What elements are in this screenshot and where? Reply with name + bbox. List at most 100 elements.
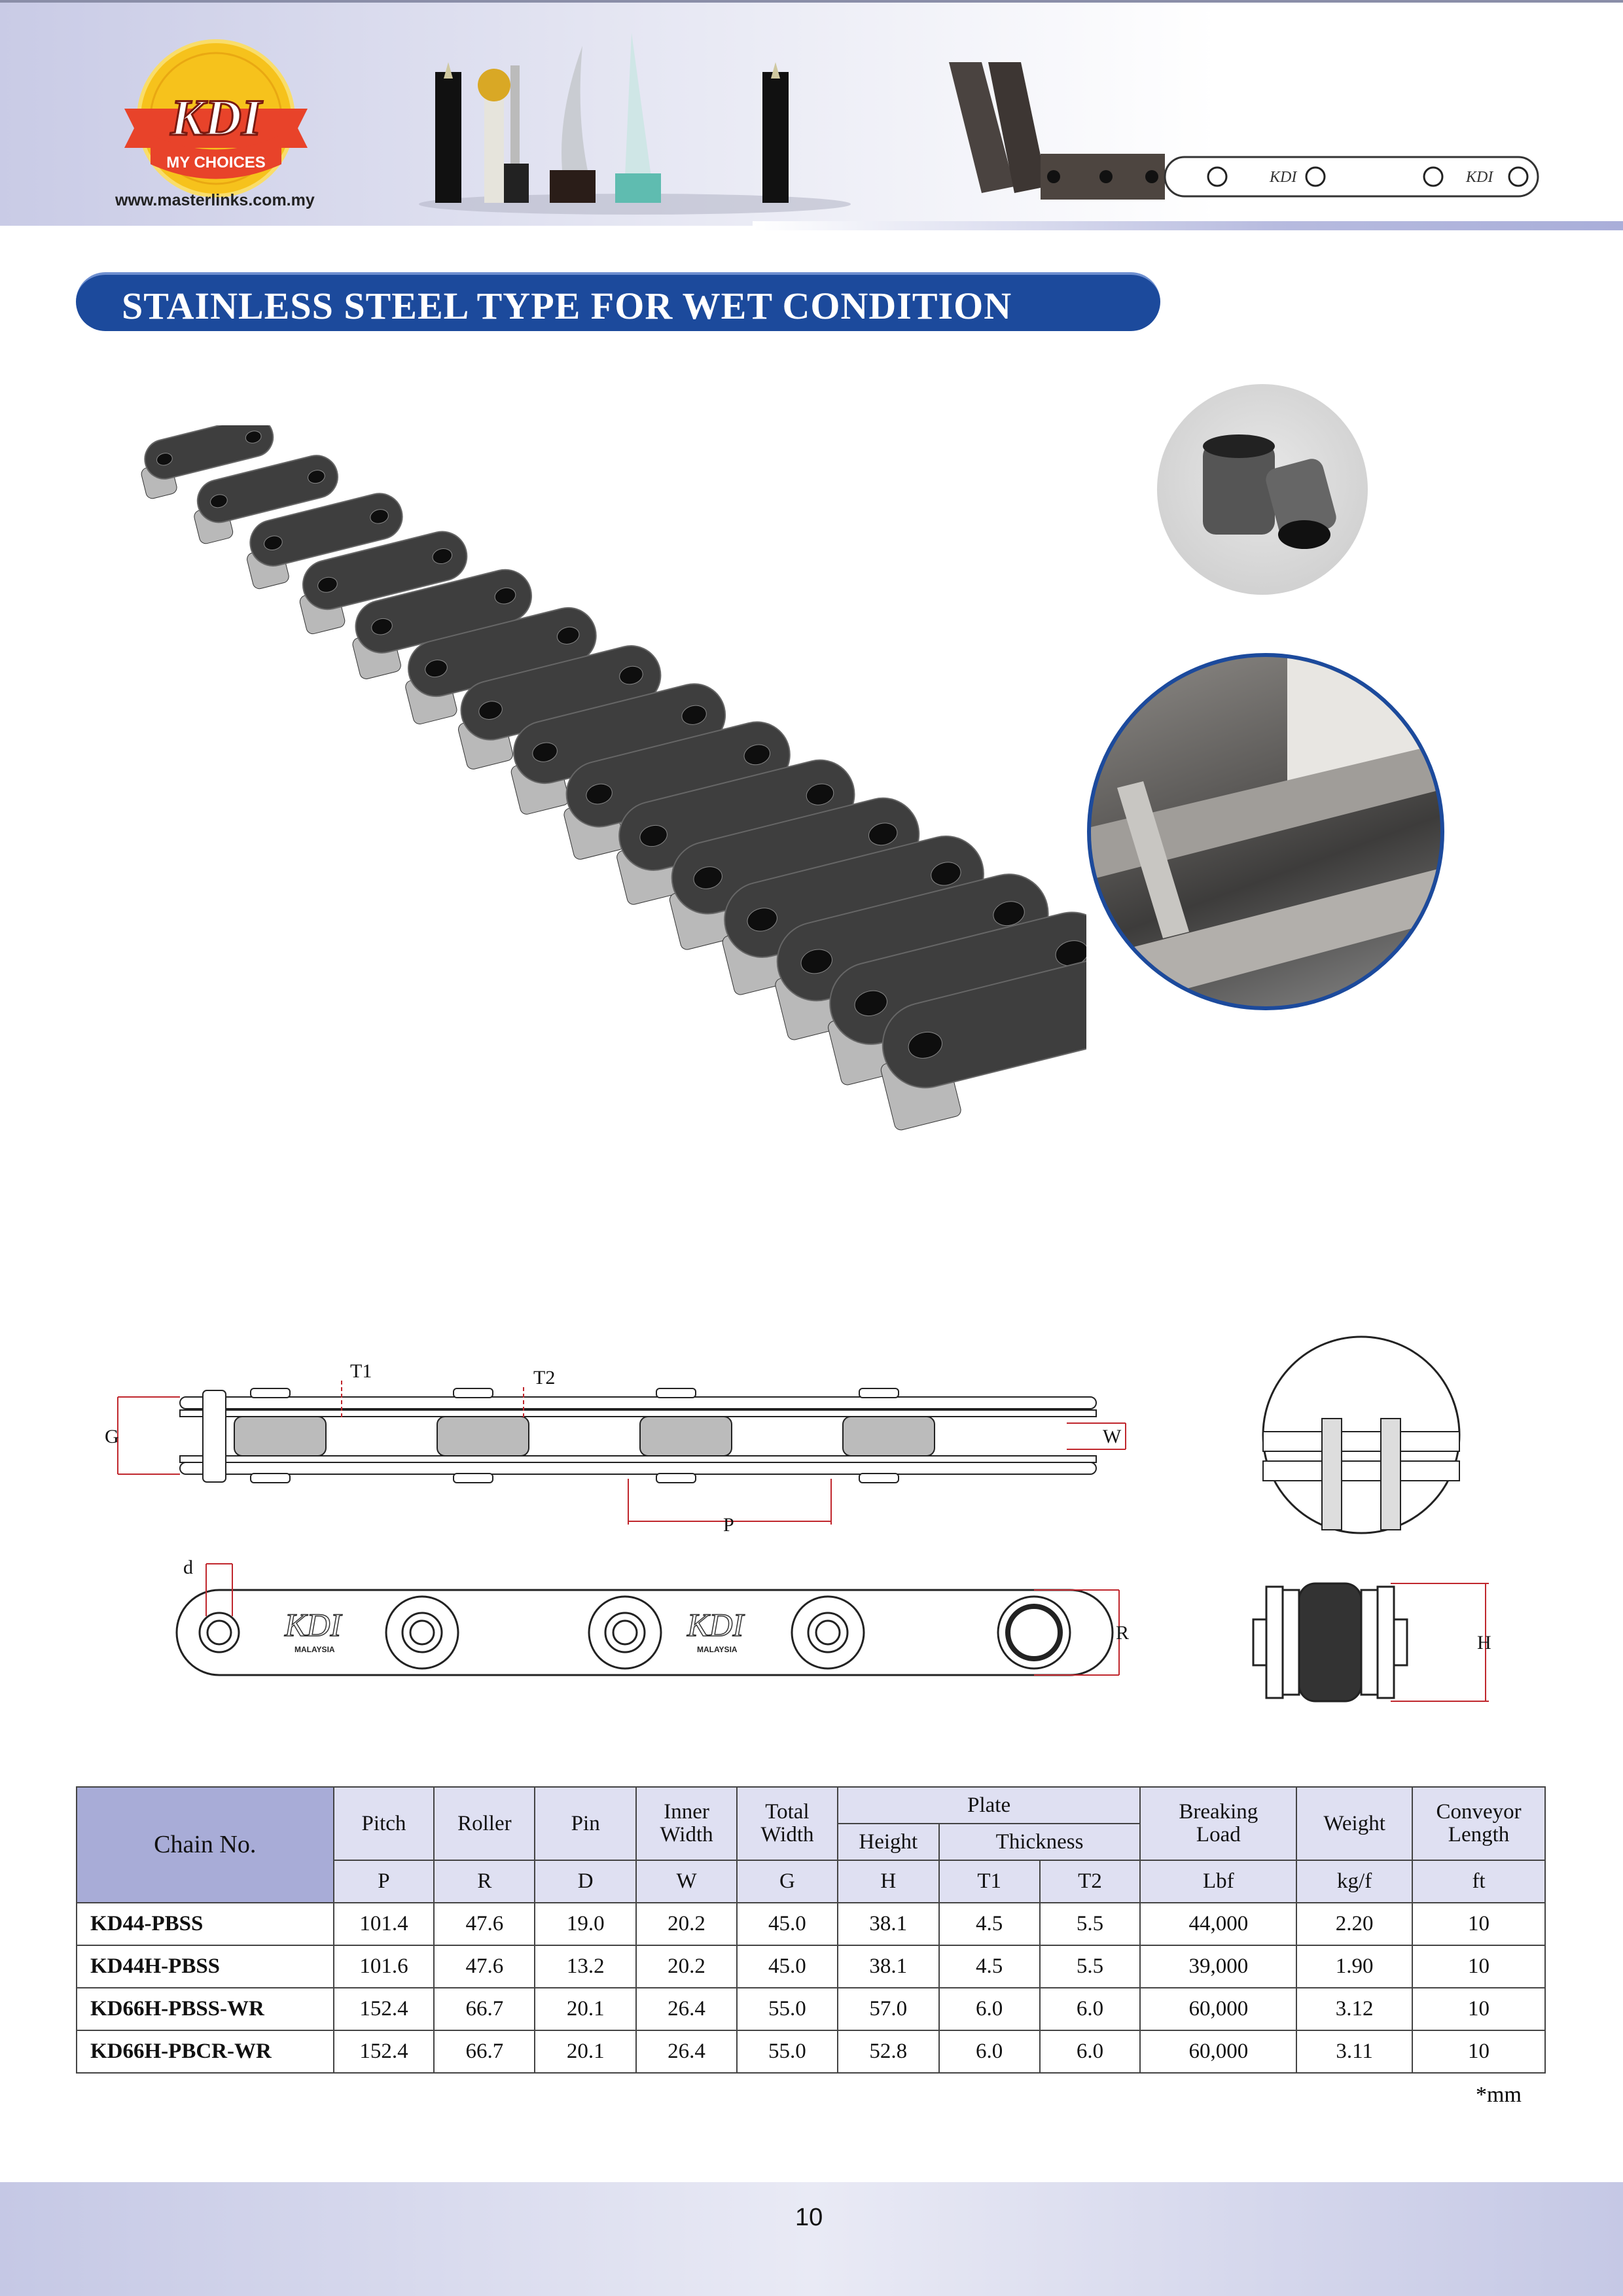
pin-head (656, 1388, 696, 1398)
unit-note: *mm (1476, 2083, 1522, 2107)
value-cell: 101.6 (332, 1945, 435, 1988)
pin-head (250, 1473, 291, 1483)
value-cell: 47.6 (433, 1902, 536, 1946)
kdi-logo: KDI MY CHOICES (124, 39, 308, 198)
label-r: R (1116, 1622, 1129, 1644)
plate-origin: MALAYSIA (294, 1645, 335, 1654)
value-cell: 45.0 (736, 1945, 838, 1988)
header-chain-brand: KDI (1269, 169, 1297, 186)
value-cell: 26.4 (635, 1987, 738, 2031)
value-cell: 4.5 (938, 1902, 1041, 1946)
unit-cell: ft (1412, 1860, 1546, 1903)
chain-link (722, 835, 984, 995)
unit-cell: T1 (938, 1860, 1041, 1903)
chain-link (616, 759, 855, 905)
chain-link (194, 455, 338, 544)
pin-head (859, 1388, 899, 1398)
value-cell: 101.4 (332, 1902, 435, 1946)
value-cell: 6.0 (1039, 2030, 1141, 2074)
page-number: 10 (795, 2204, 823, 2231)
chain-link (563, 721, 791, 860)
value-cell: 19.0 (534, 1902, 637, 1946)
chain-side-diagram: T1 T2 G W P (105, 1361, 1126, 1531)
value-cell: 44,000 (1139, 1902, 1298, 1946)
plate-origin: MALAYSIA (697, 1645, 738, 1654)
value-cell: 5.5 (1039, 1902, 1141, 1946)
value-cell: 5.5 (1039, 1945, 1141, 1988)
header-stripe (753, 221, 1623, 230)
unit-cell: H (836, 1860, 940, 1903)
value-cell: 6.0 (938, 1987, 1041, 2031)
pin-head (250, 1388, 291, 1398)
unit-cell: W (635, 1860, 738, 1903)
label-w: W (1103, 1426, 1122, 1447)
value-cell: 10 (1412, 1945, 1546, 1988)
unit-cell: kg/f (1296, 1860, 1414, 1903)
chain-plate-diagram: KDI MALAYSIA KDI MALAYSIA d R (175, 1557, 1129, 1676)
trophies-image (419, 33, 851, 215)
value-cell: 45.0 (736, 1902, 838, 1946)
value-cell: 2.20 (1296, 1902, 1414, 1946)
roller-side-diagram: H (1252, 1582, 1491, 1703)
chain-link (510, 683, 726, 815)
unit-cell: G (736, 1860, 838, 1903)
value-cell: 6.0 (938, 2030, 1041, 2074)
chain-number-cell: KD44-PBSS (76, 1902, 334, 1946)
chain-link (880, 949, 1086, 1131)
svg-text:KDI: KDI (170, 89, 263, 146)
bushing-photo (1157, 384, 1368, 595)
chain-link (352, 569, 533, 680)
value-cell: 3.12 (1296, 1987, 1414, 2031)
value-cell: 60,000 (1139, 2030, 1298, 2074)
value-cell: 20.1 (534, 2030, 637, 2074)
header-weight: Weight (1296, 1786, 1414, 1861)
value-cell: 38.1 (836, 1945, 940, 1988)
bushing-section-detail (1262, 1335, 1461, 1534)
application-photo (1087, 653, 1444, 1010)
value-cell: 60,000 (1139, 1987, 1298, 2031)
pin-head (656, 1473, 696, 1483)
value-cell: 10 (1412, 1902, 1546, 1946)
chain-link (247, 493, 403, 590)
value-cell: 57.0 (836, 1987, 940, 2031)
section-title-banner: STAINLESS STEEL TYPE FOR WET CONDITION (76, 272, 1160, 331)
value-cell: 6.0 (1039, 1987, 1141, 2031)
unit-cell: T2 (1039, 1860, 1141, 1903)
value-cell: 55.0 (736, 2030, 838, 2074)
unit-cell: R (433, 1860, 536, 1903)
value-cell: 10 (1412, 1987, 1546, 2031)
pin-head (453, 1388, 493, 1398)
value-cell: 4.5 (938, 1945, 1041, 1988)
value-cell: 39,000 (1139, 1945, 1298, 1988)
chain-number-cell: KD66H-PBCR-WR (76, 2030, 334, 2074)
value-cell: 1.90 (1296, 1945, 1414, 1988)
header-chain-no: Chain No. (76, 1786, 334, 1903)
value-cell: 52.8 (836, 2030, 940, 2074)
header-chain-brand: KDI (1465, 169, 1493, 186)
label-d: d (183, 1557, 193, 1578)
roller (842, 1416, 935, 1457)
value-cell: 55.0 (736, 1987, 838, 2031)
value-cell: 20.1 (534, 1987, 637, 2031)
footer-band (0, 2182, 1623, 2296)
website-url[interactable]: www.masterlinks.com.my (115, 191, 315, 209)
chain-link (669, 797, 920, 950)
unit-cell: P (332, 1860, 435, 1903)
value-cell: 3.11 (1296, 2030, 1414, 2074)
chain-link (141, 425, 274, 499)
value-cell: 152.4 (332, 1987, 435, 2031)
label-p: P (723, 1514, 734, 1531)
value-cell: 26.4 (635, 2030, 738, 2074)
value-cell: 152.4 (332, 2030, 435, 2074)
chain-number-cell: KD66H-PBSS-WR (76, 1987, 334, 2031)
value-cell: 20.2 (635, 1945, 738, 1988)
value-cell: 20.2 (635, 1902, 738, 1946)
roller (234, 1416, 327, 1457)
